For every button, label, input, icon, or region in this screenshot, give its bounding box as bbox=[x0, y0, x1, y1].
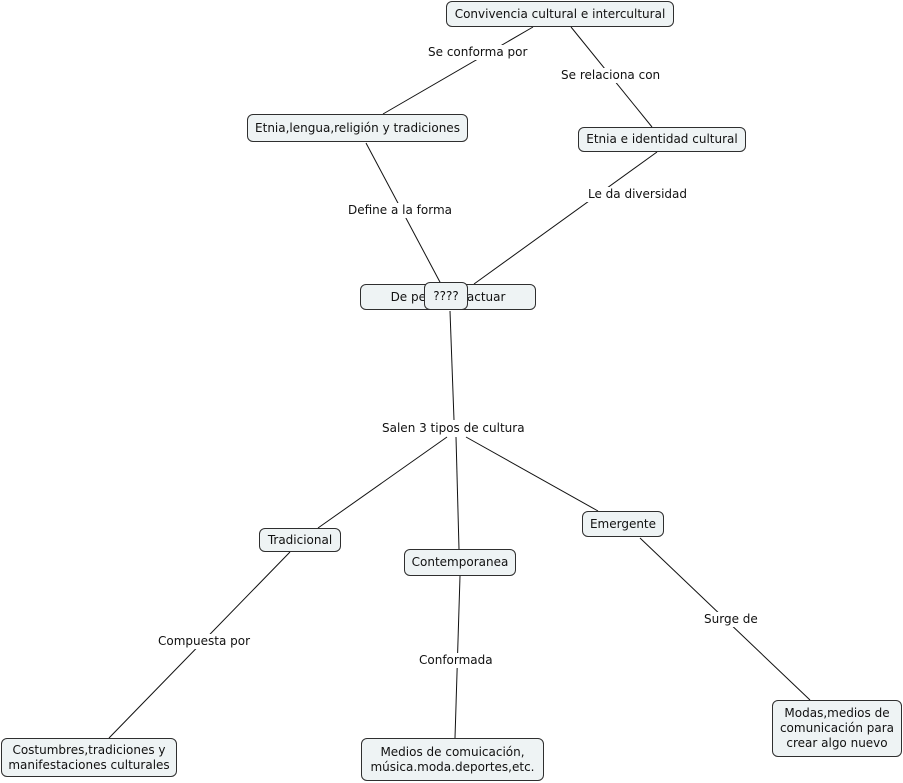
concept-etnia-lengua-religion[interactable]: Etnia,lengua,religión y tradiciones bbox=[247, 114, 468, 142]
concept-tradicional[interactable]: Tradicional bbox=[259, 528, 341, 552]
concept-contemporanea[interactable]: Contemporanea bbox=[404, 549, 516, 576]
link-label-le-da-diversidad: Le da diversidad bbox=[586, 187, 689, 202]
concept-etnia-identidad-cultural[interactable]: Etnia e identidad cultural bbox=[578, 127, 746, 152]
concept-unknown-overlay[interactable]: ???? bbox=[424, 282, 468, 310]
link-label-compuesta-por: Compuesta por bbox=[156, 634, 253, 649]
concept-medios-de-comunicacion[interactable]: Medios de comuicación, música.moda.depor… bbox=[361, 738, 544, 781]
line-convivencia-to-etnia-lengua bbox=[382, 26, 534, 115]
concept-emergente[interactable]: Emergente bbox=[582, 511, 664, 537]
line-etnia-identidad-to-de-pensar bbox=[473, 151, 658, 285]
link-label-se-conforma-por: Se conforma por bbox=[426, 45, 530, 60]
concept-modas-medios[interactable]: Modas,medios de comunicación para crear … bbox=[772, 700, 902, 757]
link-label-define-a-la-forma: Define a la forma bbox=[346, 203, 454, 218]
link-label-conformada: Conformada bbox=[417, 653, 495, 668]
line-salen-to-tradicional bbox=[317, 436, 448, 529]
link-label-surge-de: Surge de bbox=[702, 612, 760, 627]
link-label-se-relaciona-con: Se relaciona con bbox=[559, 68, 663, 83]
link-label-salen-3-tipos: Salen 3 tipos de cultura bbox=[380, 421, 527, 436]
line-de-pensar-to-salen bbox=[449, 310, 455, 421]
line-salen-to-contemporanea bbox=[455, 436, 460, 550]
concept-costumbres-tradiciones[interactable]: Costumbres,tradiciones y manifestaciones… bbox=[1, 738, 177, 777]
line-salen-to-emergente bbox=[465, 436, 599, 512]
concept-convivencia-cultural[interactable]: Convivencia cultural e intercultural bbox=[446, 1, 674, 27]
